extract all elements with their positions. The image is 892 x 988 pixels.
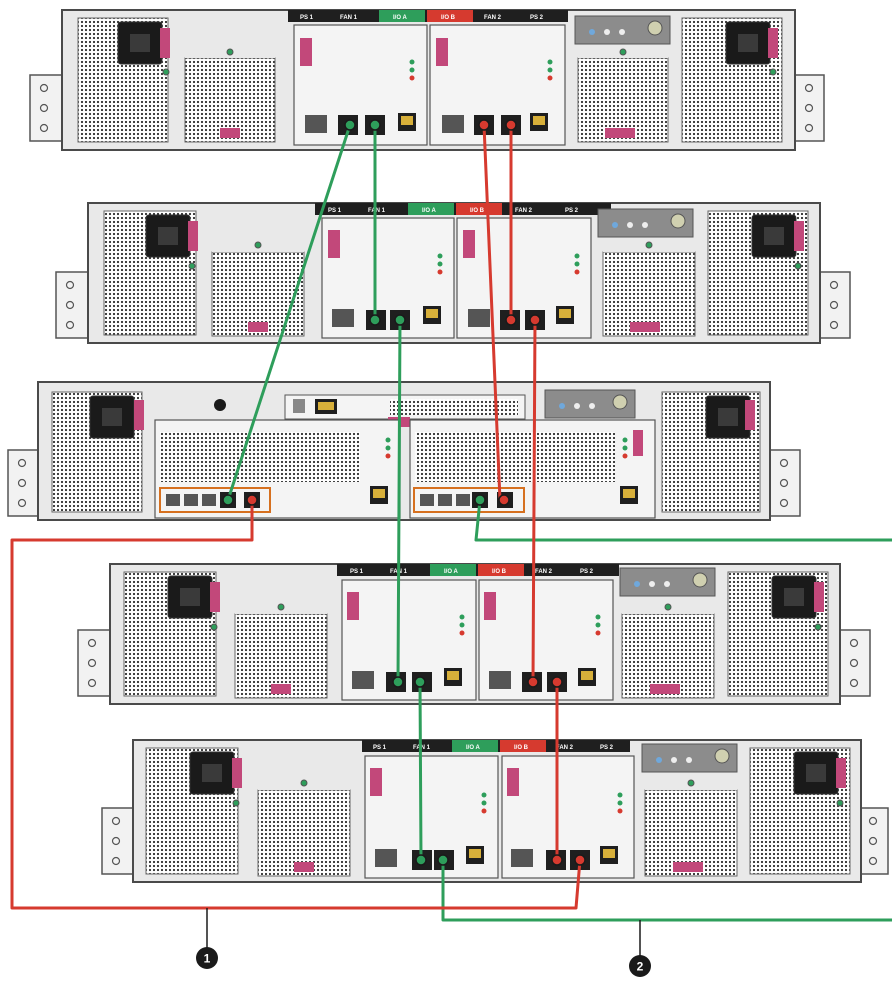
enclosure-3-retainer-right bbox=[814, 582, 824, 612]
enclosure-2-tab-iob: I/O B bbox=[470, 208, 485, 214]
enclosure-4-io-module-a bbox=[365, 756, 498, 878]
enclosure-1-tab-fan1: FAN 1 bbox=[340, 15, 358, 21]
enclosure-1-io-module-b bbox=[430, 25, 565, 145]
enclosure-2-retainer-left bbox=[188, 221, 198, 251]
enclosure-4-tab-ioa: I/O A bbox=[466, 745, 480, 751]
enclosure-3-tab-ps2: PS 2 bbox=[580, 569, 594, 575]
enclosure-2-retainer-right bbox=[794, 221, 804, 251]
enclosure-1-io-module-a bbox=[294, 25, 427, 145]
callout-1-label: 1 bbox=[204, 952, 211, 966]
enclosure-2-tab-ps2: PS 2 bbox=[565, 208, 579, 214]
enclosure-1-fan-left-handle bbox=[220, 128, 240, 138]
enclosure-2-label-bar: PS 1 FAN 1 I/O A I/O B FAN 2 PS 2 bbox=[315, 203, 611, 215]
enclosure-2-io-module-b bbox=[457, 218, 591, 338]
enclosure-2-io-module-a bbox=[322, 218, 454, 338]
enclosure-3-tab-ioa: I/O A bbox=[444, 569, 458, 575]
callout-1: 1 bbox=[196, 908, 218, 969]
enclosure-4-tab-iob: I/O B bbox=[514, 745, 529, 751]
enclosure-1-tab-ps1: PS 1 bbox=[300, 15, 314, 21]
enclosure-4-fan-left-handle bbox=[294, 862, 314, 872]
cable-a-enclosure-3-to-enclosure-4 bbox=[420, 682, 421, 860]
enclosure-1: PS 1 FAN 1 I/O A I/O B FAN 2 PS 2 bbox=[30, 10, 824, 150]
enclosure-4-tab-ps1: PS 1 bbox=[373, 745, 387, 751]
enclosure-1-tab-fan2: FAN 2 bbox=[484, 15, 502, 21]
enclosure-3: PS 1 FAN 1 I/O A I/O B FAN 2 PS 2 bbox=[78, 564, 870, 704]
enclosure-2-tab-ps1: PS 1 bbox=[328, 208, 342, 214]
controller-retainer-left bbox=[134, 400, 144, 430]
cable-b-enclosure-2-to-enclosure-3 bbox=[533, 320, 535, 682]
enclosure-4-label-bar: PS 1 FAN 1 I/O A I/O B FAN 2 PS 2 bbox=[362, 740, 630, 752]
enclosure-1-tab-ioa: I/O A bbox=[393, 15, 407, 21]
enclosure-3-tab-fan2: FAN 2 bbox=[535, 569, 553, 575]
enclosure-3-fan-right-handle bbox=[650, 684, 680, 694]
enclosure-3-label-bar: PS 1 FAN 1 I/O A I/O B FAN 2 PS 2 bbox=[337, 564, 619, 576]
enclosure-2: PS 1 FAN 1 I/O A I/O B FAN 2 PS 2 bbox=[56, 203, 850, 343]
enclosure-2-tab-fan2: FAN 2 bbox=[515, 208, 533, 214]
enclosure-1-fan-right-handle bbox=[605, 128, 635, 138]
enclosure-1-label-bar: PS 1 FAN 1 I/O A I/O B FAN 2 PS 2 bbox=[288, 10, 568, 22]
callout-2-label: 2 bbox=[637, 960, 644, 974]
enclosure-3-io-module-b bbox=[479, 580, 613, 700]
enclosure-2-tab-ioa: I/O A bbox=[422, 208, 436, 214]
controller-uid-button bbox=[214, 399, 226, 411]
enclosure-3-fan-left-handle bbox=[271, 684, 291, 694]
cable-a-enclosure-2-to-enclosure-3 bbox=[398, 320, 400, 682]
enclosure-3-retainer-left bbox=[210, 582, 220, 612]
enclosure-4: PS 1 FAN 1 I/O A I/O B FAN 2 PS 2 bbox=[102, 740, 888, 882]
enclosure-2-fan-left-handle bbox=[248, 322, 268, 332]
enclosure-3-tab-iob: I/O B bbox=[492, 569, 507, 575]
enclosure-4-retainer-right bbox=[836, 758, 846, 788]
enclosure-4-io-module-b bbox=[502, 756, 634, 878]
enclosure-1-tab-iob: I/O B bbox=[441, 15, 456, 21]
enclosure-2-tab-fan1: FAN 1 bbox=[368, 208, 386, 214]
enclosure-4-retainer-left bbox=[232, 758, 242, 788]
controller-retainer-right bbox=[745, 400, 755, 430]
controller-module-a bbox=[155, 420, 400, 518]
enclosure-4-tab-fan2: FAN 2 bbox=[556, 745, 574, 751]
enclosure-1-led-left bbox=[163, 69, 169, 75]
callout-2: 2 bbox=[629, 920, 651, 977]
enclosure-1-tab-ps2: PS 2 bbox=[530, 15, 544, 21]
enclosure-3-tab-ps1: PS 1 bbox=[350, 569, 364, 575]
array-controller bbox=[8, 382, 800, 520]
enclosure-4-tab-ps2: PS 2 bbox=[600, 745, 614, 751]
enclosure-4-fan-right-handle bbox=[673, 862, 703, 872]
enclosure-3-io-module-a bbox=[342, 580, 476, 700]
enclosure-1-retainer-left bbox=[160, 28, 170, 58]
enclosure-1-retainer-right bbox=[768, 28, 778, 58]
enclosure-2-fan-right-handle bbox=[630, 322, 660, 332]
